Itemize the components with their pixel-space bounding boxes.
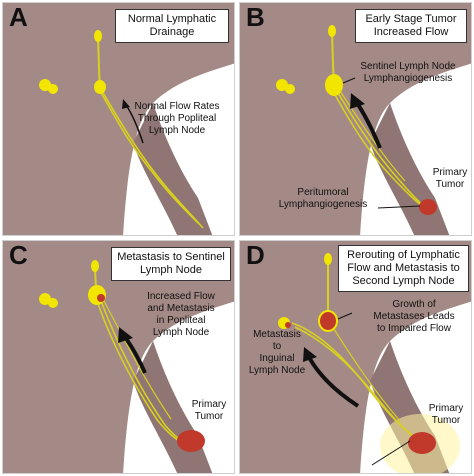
growth-label: Growth of Metastases Leads to Impaired F… [373,299,455,334]
efferent-lymph-node [324,253,332,265]
popliteal-lymph-node [94,80,106,94]
lymph-vessel [331,325,401,422]
panel-d-illustration [240,241,471,473]
flow-arrowhead [303,347,317,362]
leg-tissue [3,241,234,473]
panel-b: B Early Stage Tumor Increased Flow Senti… [239,2,472,236]
panel-letter: C [9,240,28,270]
flow-arrow [308,357,360,408]
leader-line [337,312,353,320]
tumor-label: Primary Tumor [432,167,468,190]
efferent-lymph-node [91,260,99,272]
node-label: Sentinel Lymph Node Lymphangiogenesis [360,61,456,84]
flow-arrow [125,104,144,144]
inguinal-lymph-node [48,298,58,308]
flow-arrow [355,101,382,149]
leader-line [371,440,411,466]
inguinal-lymph-node [285,84,295,94]
panel-a-illustration [3,3,234,235]
inguinal-node-metastasis [285,322,291,328]
lymph-vessel [337,92,429,211]
panel-a: A Normal Lymphatic Drainage Normal Flow … [2,2,235,236]
flow-label: Normal Flow Rates Through Popliteal Lymp… [134,101,220,136]
inguinal-lymph-node [276,79,288,91]
shin-tissue [133,103,213,235]
lymph-vessel [96,300,184,444]
panel-b-illustration [240,3,471,235]
panel-title: Early Stage Tumor Increased Flow [355,9,467,43]
popliteal-lymph-node [319,311,337,331]
lymph-vessel [99,90,199,224]
efferent-lymph-node [94,30,102,42]
flow-arrowhead [122,99,130,109]
node-metastasis [97,294,105,302]
flow-label: Increased Flow and Metastasis in Poplite… [147,291,215,338]
panel-d: D Rerouting of Lymphatic Flow and Metast… [239,240,472,474]
leg-tissue [240,241,471,473]
lymph-vessel [101,90,204,229]
efferent-lymph-node [328,25,336,37]
panel-title: Metastasis to Sentinel Lymph Node [111,247,231,281]
panel-title: Rerouting of Lymphatic Flow and Metastas… [338,245,469,292]
panel-title: Normal Lymphatic Drainage [115,9,229,43]
inguinal-label: Metastasis to Inguinal Lymph Node [248,329,306,376]
lymph-vessel [102,298,172,420]
leader-line [342,77,356,84]
popliteal-node-rim [318,310,338,332]
peritumoral-label: Peritumoral Lymphangiogenesis [278,187,368,210]
tumor-label: Primary Tumor [191,399,227,422]
primary-tumor [408,432,436,454]
sentinel-lymph-node [325,74,343,96]
leader-line [377,205,421,209]
tumor-label: Primary Tumor [428,403,464,426]
flow-arrowhead [118,327,133,343]
flow-arrowhead [350,93,365,109]
primary-tumor [177,430,205,452]
primary-tumor [419,199,437,215]
inguinal-lymph-node [39,293,51,305]
panel-letter: A [9,2,28,32]
leg-tissue [240,3,471,235]
lymph-vessel [294,326,427,446]
inguinal-lymph-node [48,84,58,94]
panel-letter: D [246,240,265,270]
lymph-vessel [339,90,406,182]
panel-c-illustration [3,241,234,473]
lymph-vessel [333,92,426,209]
panel-c: C Metastasis to Sentinel Lymph Node Incr… [2,240,235,474]
panel-letter: B [246,2,265,32]
inguinal-lymph-node [39,79,51,91]
